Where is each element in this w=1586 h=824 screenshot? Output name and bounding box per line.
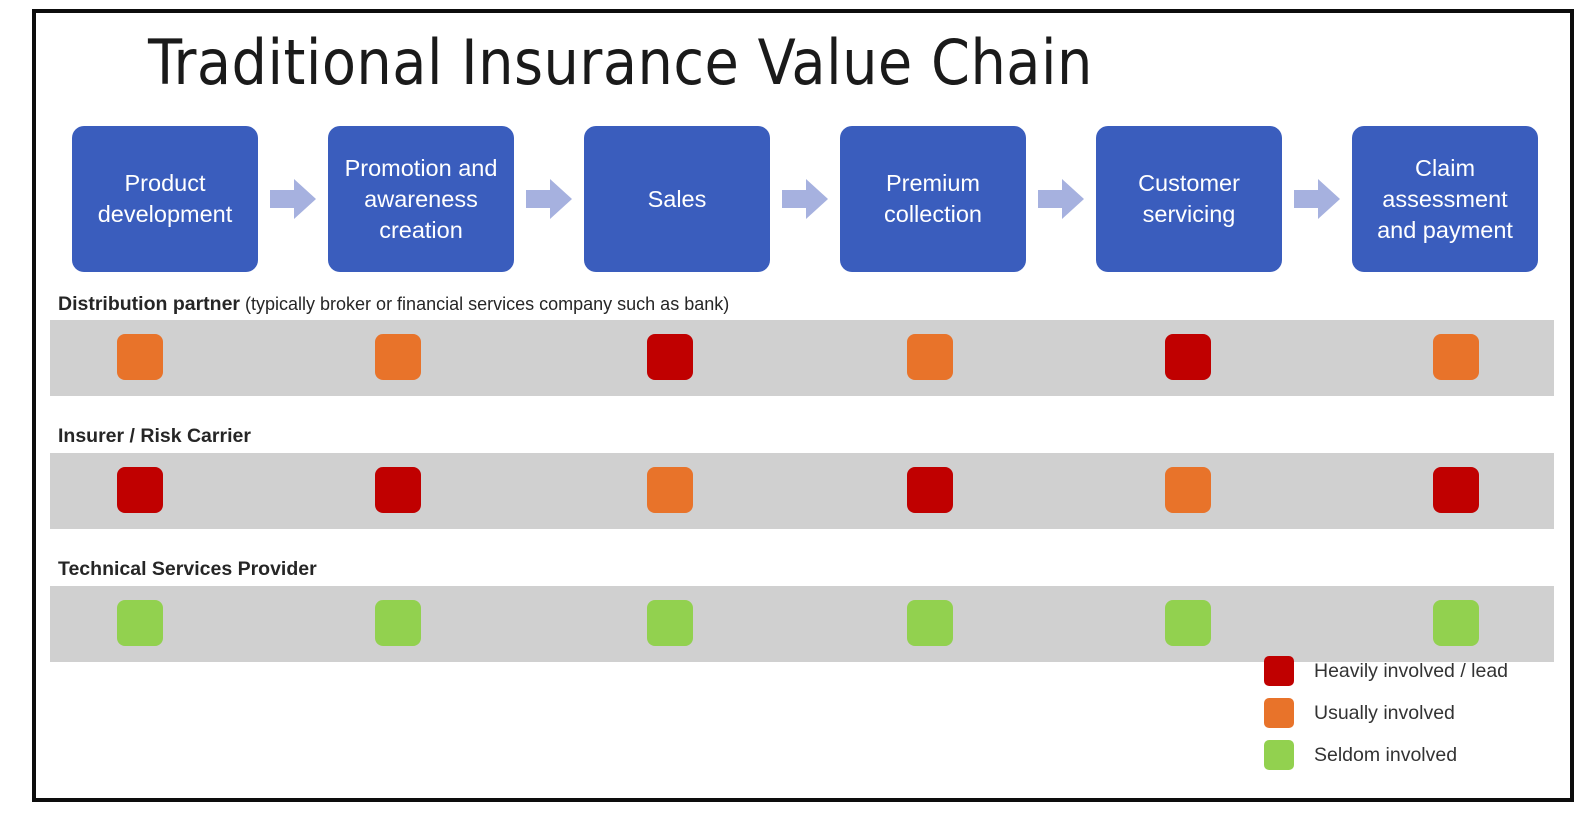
legend-item-heavily: Heavily involved / lead bbox=[1264, 650, 1556, 692]
value-chain-flow: Product development Promotion and awarene… bbox=[72, 123, 1572, 275]
process-step-1[interactable]: Product development bbox=[72, 126, 258, 272]
row-label-main: Technical Services Provider bbox=[58, 558, 317, 580]
involvement-marker[interactable] bbox=[647, 334, 693, 380]
involvement-marker[interactable] bbox=[907, 467, 953, 513]
right-arrow-icon bbox=[1038, 179, 1084, 219]
legend-label: Seldom involved bbox=[1314, 743, 1458, 766]
involvement-marker[interactable] bbox=[375, 334, 421, 380]
involvement-marker[interactable] bbox=[1165, 600, 1211, 646]
right-arrow-icon bbox=[270, 179, 316, 219]
legend-swatch-usually bbox=[1264, 698, 1294, 728]
process-step-2[interactable]: Promotion and awareness creation bbox=[328, 126, 514, 272]
involvement-marker[interactable] bbox=[1433, 334, 1479, 380]
involvement-marker[interactable] bbox=[1433, 467, 1479, 513]
page-title: Traditional Insurance Value Chain bbox=[148, 26, 1093, 99]
involvement-marker[interactable] bbox=[647, 467, 693, 513]
involvement-band-2 bbox=[50, 453, 1554, 529]
right-arrow-icon bbox=[782, 179, 828, 219]
process-step-4[interactable]: Premium collection bbox=[840, 126, 1026, 272]
row-label-3: Technical Services Provider bbox=[58, 558, 317, 581]
process-step-label: Promotion and awareness creation bbox=[344, 154, 498, 243]
process-step-label: Claim assessment and payment bbox=[1377, 154, 1513, 243]
involvement-marker[interactable] bbox=[375, 600, 421, 646]
involvement-marker[interactable] bbox=[1165, 467, 1211, 513]
row-label-2: Insurer / Risk Carrier bbox=[58, 425, 251, 448]
right-arrow-icon bbox=[1294, 179, 1340, 219]
process-step-3[interactable]: Sales bbox=[584, 126, 770, 272]
row-label-1: Distribution partner (typically broker o… bbox=[58, 293, 729, 316]
legend-label: Usually involved bbox=[1314, 701, 1455, 724]
involvement-marker[interactable] bbox=[117, 600, 163, 646]
involvement-marker[interactable] bbox=[1433, 600, 1479, 646]
legend-label: Heavily involved / lead bbox=[1314, 659, 1509, 682]
process-step-6[interactable]: Claim assessment and payment bbox=[1352, 126, 1538, 272]
process-step-label: Sales bbox=[647, 185, 707, 212]
involvement-marker[interactable] bbox=[1165, 334, 1211, 380]
process-step-5[interactable]: Customer servicing bbox=[1096, 126, 1282, 272]
row-label-main: Distribution partner bbox=[58, 293, 241, 315]
process-step-label: Product development bbox=[97, 170, 233, 227]
involvement-marker[interactable] bbox=[117, 334, 163, 380]
involvement-marker[interactable] bbox=[375, 467, 421, 513]
involvement-marker[interactable] bbox=[647, 600, 693, 646]
row-label-main: Insurer / Risk Carrier bbox=[58, 425, 251, 447]
involvement-marker[interactable] bbox=[907, 334, 953, 380]
legend-swatch-seldom bbox=[1264, 740, 1294, 770]
right-arrow-icon bbox=[526, 179, 572, 219]
process-step-label: Premium collection bbox=[884, 170, 982, 227]
row-label-sub: (typically broker or financial services … bbox=[240, 294, 730, 314]
involvement-marker[interactable] bbox=[907, 600, 953, 646]
legend-swatch-heavily bbox=[1264, 656, 1294, 686]
slide-canvas: Traditional Insurance Value Chain Produc… bbox=[32, 9, 1574, 802]
legend-item-seldom: Seldom involved bbox=[1264, 734, 1556, 776]
involvement-band-1 bbox=[50, 320, 1554, 396]
involvement-band-3 bbox=[50, 586, 1554, 662]
involvement-marker[interactable] bbox=[117, 467, 163, 513]
process-step-label: Customer servicing bbox=[1138, 170, 1240, 227]
legend-item-usually: Usually involved bbox=[1264, 692, 1556, 734]
